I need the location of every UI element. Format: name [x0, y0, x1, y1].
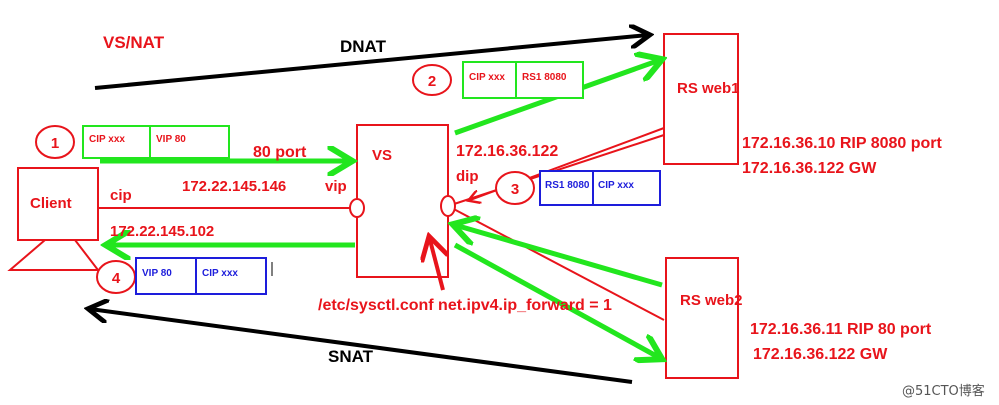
flow-3-arrow: [455, 225, 663, 288]
packet-4-src: VIP 80: [142, 268, 172, 279]
packet-3-src: RS1 8080: [545, 180, 590, 191]
rs-web2-box: [665, 257, 739, 379]
web1-rip: 172.16.36.10 RIP 8080 port: [742, 135, 943, 152]
client-stand: [7, 239, 101, 271]
packet-2-src: CIP xxx: [469, 72, 505, 83]
packet-3: [539, 170, 661, 206]
cip-label: cip: [110, 187, 132, 204]
step-3-number: 3: [511, 181, 519, 198]
rs-web2-label: RS web2: [680, 292, 743, 309]
port-label: 80 port: [253, 144, 307, 161]
web2-rip: 172.16.36.11 RIP 80 port: [750, 321, 932, 338]
dip-interface: [440, 195, 456, 217]
vip-interface: [349, 198, 365, 218]
step-2-number: 2: [428, 73, 436, 90]
web2-gw: 172.16.36.122 GW: [753, 346, 888, 363]
packet-2-dst: RS1 8080: [522, 72, 567, 83]
step-2-circle: [412, 64, 452, 96]
snat-label: SNAT: [328, 347, 374, 366]
sysctl-pointer: [430, 240, 443, 291]
rs-web1-box: [663, 33, 739, 165]
step-1-circle: [35, 125, 75, 159]
dnat-label: DNAT: [340, 37, 387, 56]
snat-arrow: [90, 309, 633, 384]
packet-1-src: CIP xxx: [89, 134, 125, 145]
client-ip-bottom: 172.22.145.102: [110, 223, 214, 240]
packet-4-dst: CIP xxx: [202, 268, 238, 279]
packet-4: [135, 257, 267, 295]
dip-ip: 172.16.36.122: [456, 143, 558, 160]
packet-1: [82, 125, 230, 159]
step-3-circle: [495, 171, 535, 205]
dnat-arrow: [94, 35, 648, 90]
step-4-number: 4: [112, 270, 121, 287]
sysctl-text: /etc/sysctl.conf net.ipv4.ip_forward = 1: [318, 297, 612, 314]
watermark: @51CTO博客: [902, 383, 985, 399]
packet-2: [462, 61, 584, 99]
rs-web1-label: RS web1: [677, 80, 740, 97]
packet-3-dst: CIP xxx: [598, 180, 634, 191]
vip-label: vip: [325, 178, 347, 195]
client-label: Client: [30, 195, 72, 212]
dip-label: dip: [456, 168, 479, 185]
step-1-number: 1: [51, 135, 59, 152]
title: VS/NAT: [103, 33, 165, 52]
web1-gw: 172.16.36.122 GW: [742, 160, 877, 177]
packet-1-dst: VIP 80: [156, 134, 186, 145]
vs-web2-wire: [447, 205, 665, 321]
vs-label: VS: [372, 147, 392, 164]
flow-to-web2-arrow: [453, 242, 660, 358]
client-ip-top: 172.22.145.146: [182, 178, 286, 195]
